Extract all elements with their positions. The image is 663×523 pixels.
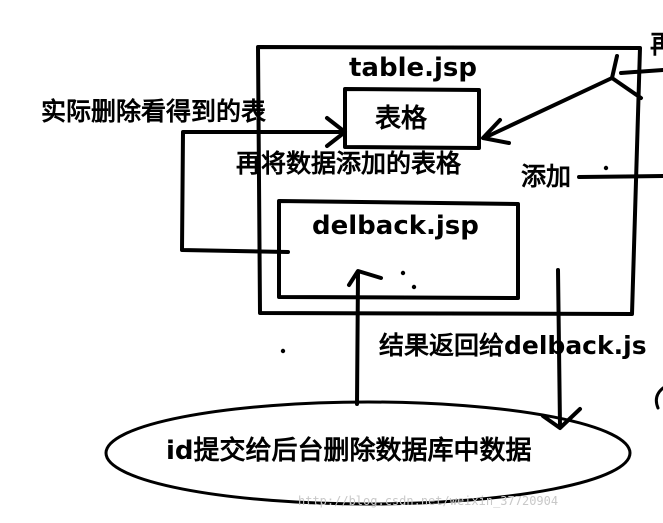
delback-jsp-label: delback.jsp [312,211,479,241]
down-arrow-head [541,407,582,430]
top-right-tick [610,54,643,100]
dot [411,284,417,290]
top-right-stub [619,68,663,75]
watermark: http://blog.csdn.net/weixin_37720904 [298,494,559,508]
right-edge-arc [654,386,663,410]
loop-arrow-line [180,130,345,254]
dot [400,270,406,276]
submit-delete-label: id提交给后台删除数据库中数据 [166,436,532,466]
table-jsp-box [256,45,642,316]
add-label: 添加 [521,162,572,191]
re-add-table-label: 再将数据添加的表格 [236,149,462,178]
down-arrow-line [556,268,562,428]
dot [280,348,286,354]
actual-delete-label: 实际删除看得到的表 [41,97,267,126]
table-cell-label: 表格 [375,104,428,134]
add-line [577,174,663,179]
result-return-label: 结果返回给delback.js [379,331,647,360]
table-jsp-label: table.jsp [349,53,478,83]
table-cell-box [343,87,481,150]
add-arrow-line [482,76,614,140]
up-arrow-head [347,269,383,287]
up-arrow-line [355,272,360,406]
dot [603,165,609,171]
submit-delete-ellipse [104,400,632,506]
delback-jsp-box [277,199,520,300]
add-arrow-head [481,118,511,145]
loop-arrow-head [325,116,347,148]
top-right-partial-label: 再 [650,30,663,59]
